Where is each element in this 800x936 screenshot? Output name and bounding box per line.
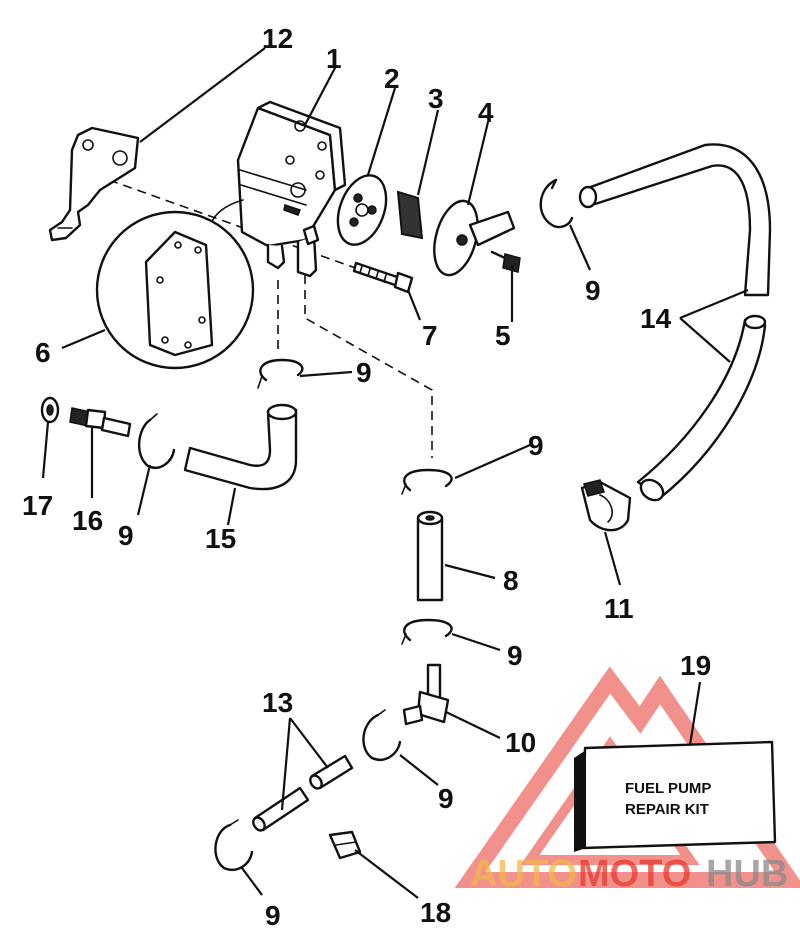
watermark-text: AUTO MOTO HUB	[470, 853, 788, 895]
fuel-hose-lower	[636, 314, 767, 502]
callout-16: 16	[72, 505, 103, 536]
callout-13: 13	[262, 687, 293, 718]
callout-9-top-right: 9	[585, 275, 601, 306]
callout-4: 4	[478, 97, 494, 128]
valve-plate-part	[336, 174, 388, 246]
callout-15: 15	[205, 523, 236, 554]
filter-screen-part	[396, 190, 424, 240]
callout-10: 10	[505, 727, 536, 758]
callout-5: 5	[495, 320, 511, 351]
callout-2: 2	[384, 63, 400, 94]
hose-clip-mid-center	[401, 468, 453, 495]
callout-9-mid: 9	[528, 430, 544, 461]
gasket-detail	[95, 210, 255, 370]
leader-lines	[41, 47, 749, 899]
bracket-part	[48, 126, 140, 242]
callout-7: 7	[422, 320, 438, 351]
elbow-hose-part	[183, 403, 298, 491]
callout-9-left: 9	[118, 520, 134, 551]
callout-18: 18	[420, 897, 451, 928]
watermark-part3: HUB	[706, 853, 788, 895]
elbow-fitting-part	[402, 663, 450, 726]
watermark-part2: MOTO	[578, 853, 691, 895]
callout-9-lower: 9	[507, 640, 523, 671]
hose-clamp-part	[580, 479, 632, 532]
callout-12: 12	[262, 23, 293, 54]
repair-kit-box: FUEL PUMP REPAIR KIT	[574, 740, 777, 852]
callout-9-upper: 9	[356, 357, 372, 388]
short-tubes-part	[252, 754, 354, 832]
diaphragm-part	[433, 199, 516, 277]
kit-label-line2: REPAIR KIT	[625, 801, 709, 818]
callout-6: 6	[35, 337, 51, 368]
hose-clip-left	[138, 413, 176, 469]
fitting-part	[69, 407, 132, 438]
bolt-part	[352, 261, 414, 294]
callout-11: 11	[604, 593, 634, 624]
callout-numbers: 12 1 2 3 4 9 14 7 5 6 9 9 17 16 9 15 8 1…	[22, 23, 711, 931]
filter-tube-part	[416, 510, 444, 602]
hose-clip-upper-center	[257, 358, 304, 389]
kit-label-line1: FUEL PUMP	[625, 780, 711, 797]
callout-1: 1	[326, 43, 342, 74]
hose-clip-top-right	[539, 178, 574, 229]
callout-9-bottom-left: 9	[265, 900, 281, 931]
alignment-lines	[94, 174, 433, 458]
callout-3: 3	[428, 83, 444, 114]
watermark-part1: AUTO	[470, 853, 577, 895]
callout-9-bottom-middle: 9	[438, 783, 454, 814]
callout-19: 19	[680, 650, 711, 681]
hose-clip-lower-center	[401, 618, 453, 645]
hose-clip-bottom-left	[214, 819, 254, 871]
fuel-pump-body	[209, 100, 347, 278]
small-clip-part	[328, 830, 362, 860]
hose-clip-bottom-middle	[362, 709, 402, 761]
callout-14: 14	[640, 303, 672, 334]
washer-part	[40, 396, 60, 424]
callout-17: 17	[22, 490, 53, 521]
screw-part	[490, 250, 521, 273]
fuel-hose-upper	[578, 143, 772, 297]
callout-8: 8	[503, 565, 519, 596]
